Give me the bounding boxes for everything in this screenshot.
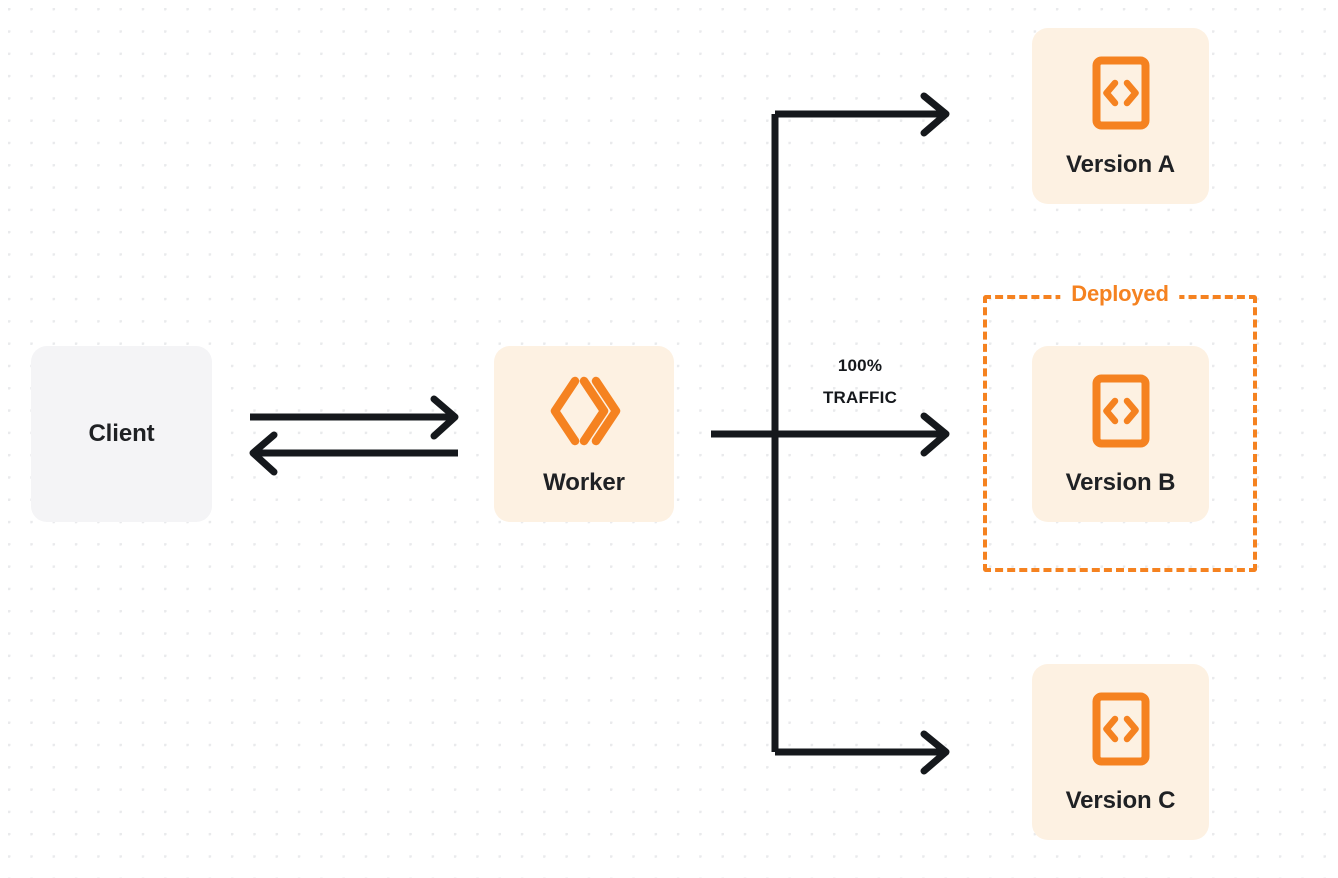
arrow-left-icon [249, 431, 278, 476]
cloudflare-workers-icon [546, 374, 622, 453]
code-file-icon [1092, 374, 1150, 453]
code-file-icon [1092, 692, 1150, 771]
group-deployed: Deployed [983, 283, 1257, 572]
traffic-word: TRAFFIC [822, 388, 898, 408]
edge-worker-to-versions [711, 92, 950, 775]
node-client-label: Client [88, 420, 155, 447]
node-version-c[interactable]: Version C [1032, 664, 1209, 840]
edge-client-to-worker [250, 395, 459, 440]
node-worker[interactable]: Worker [494, 346, 674, 522]
node-worker-label: Worker [543, 468, 625, 496]
arrow-right-icon [920, 92, 950, 137]
node-version-b-label: Version B [1065, 468, 1176, 496]
group-deployed-label: Deployed [1060, 283, 1180, 305]
node-client[interactable]: Client [31, 346, 212, 522]
arrow-right-icon [920, 730, 950, 775]
edge-worker-to-client [249, 431, 458, 476]
code-file-icon [1092, 56, 1150, 135]
node-version-b[interactable]: Version B [1032, 346, 1209, 522]
traffic-label: 100% TRAFFIC [790, 350, 930, 415]
arrow-right-icon [430, 395, 459, 440]
node-version-a[interactable]: Version A [1032, 28, 1209, 204]
traffic-percent: 100% [837, 356, 883, 375]
arrow-right-icon [920, 412, 950, 457]
node-version-c-label: Version C [1065, 786, 1176, 814]
node-version-a-label: Version A [1066, 150, 1175, 178]
